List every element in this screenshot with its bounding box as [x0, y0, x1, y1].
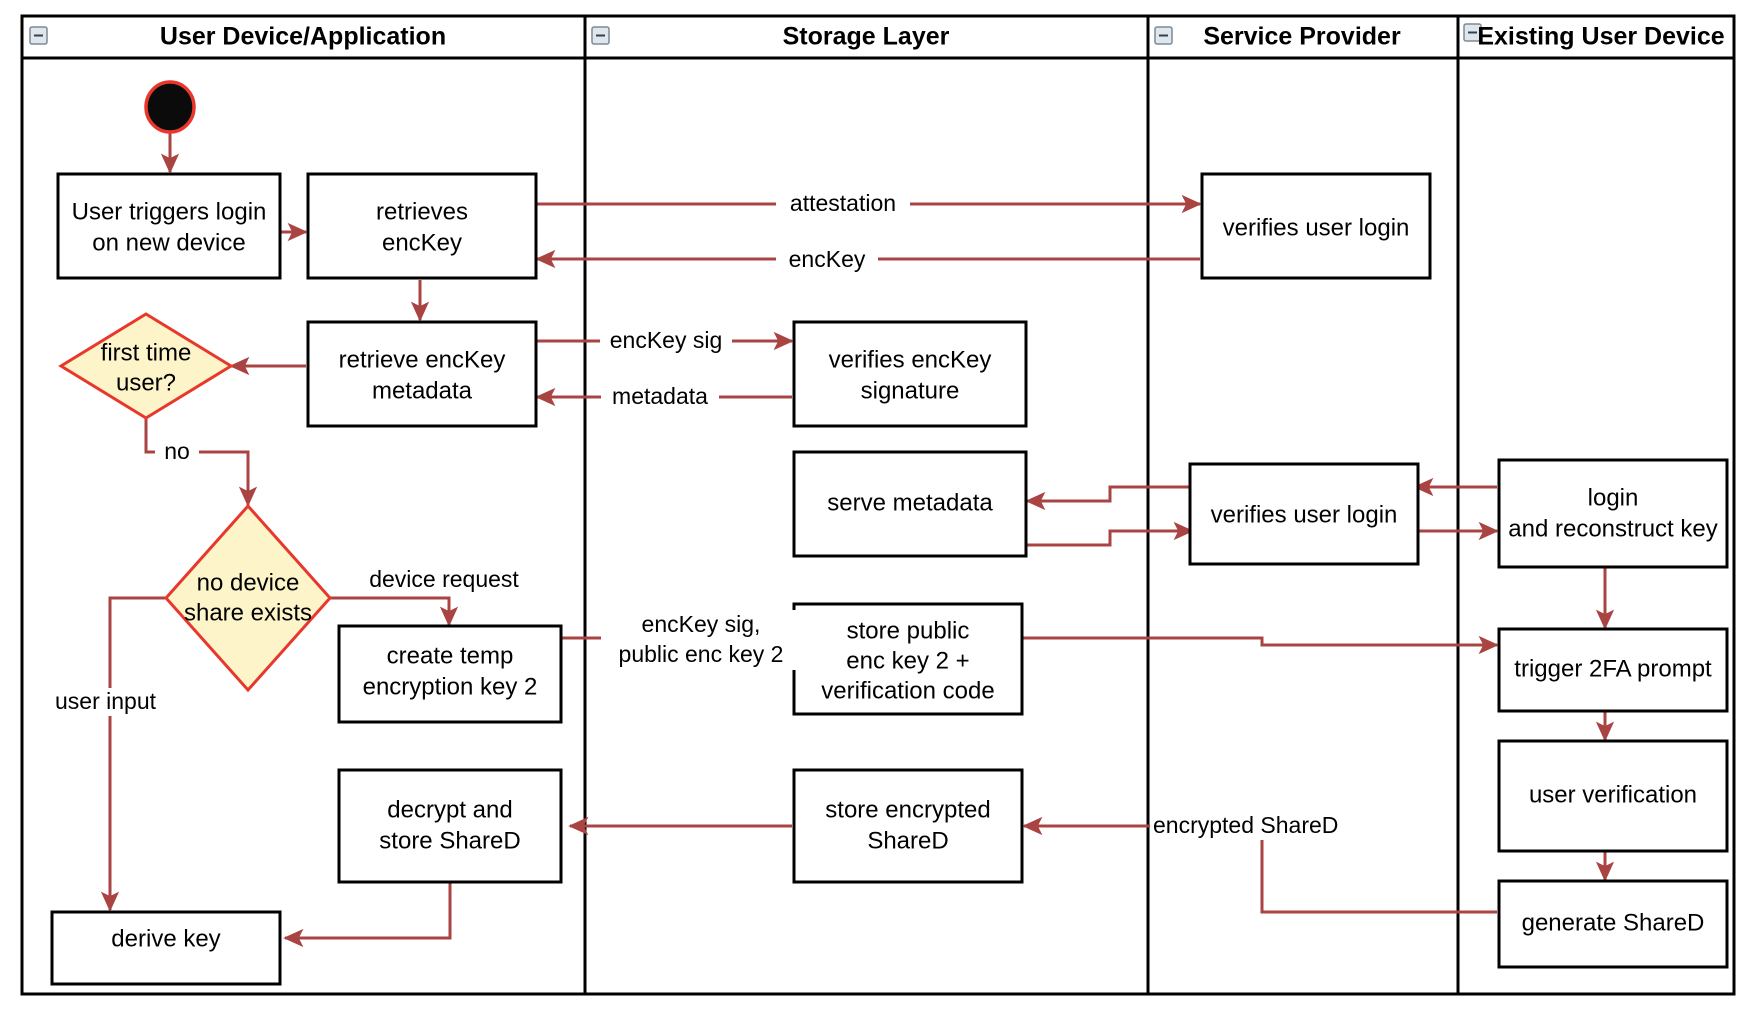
node-no-device-share-exists[interactable]: no device share exists: [163, 503, 333, 693]
lane-header-service-provider[interactable]: Service Provider: [1154, 23, 1401, 51]
flow-user-input: [100, 596, 165, 912]
svg-text:encrypted ShareD: encrypted ShareD: [1153, 812, 1338, 838]
lane-header-user-device[interactable]: User Device/Application: [29, 23, 446, 51]
flow-serve-metadata-to-verify2: [1027, 521, 1194, 547]
node-store-encrypted-shared[interactable]: store encrypted ShareD: [792, 768, 1024, 884]
node-label-line: create temp: [387, 642, 514, 669]
node-label-line: verifies encKey: [829, 346, 992, 373]
node-label-line: encKey: [382, 229, 462, 256]
edge-label-enckey: encKey: [776, 246, 878, 274]
node-label-line: no device: [197, 569, 300, 596]
node-label-line: derive key: [111, 925, 220, 952]
node-first-time-user[interactable]: first time user?: [58, 312, 234, 420]
svg-text:encKey: encKey: [789, 246, 866, 272]
node-label-line: generate ShareD: [1522, 909, 1705, 936]
node-label-line: verification code: [821, 677, 994, 704]
edge-label-encrypted-shared: encrypted ShareD: [1150, 812, 1342, 840]
node-label-line: retrieve encKey: [339, 346, 506, 373]
svg-text:public enc key 2: public enc key 2: [619, 641, 784, 667]
node-label-line: encryption key 2: [363, 673, 538, 700]
node-label-line: serve metadata: [827, 489, 993, 516]
node-label-line: store ShareD: [379, 827, 520, 854]
edge-labels: attestation encKey encKey sig metadata n…: [52, 190, 1342, 840]
node-verifies-user-login-1[interactable]: verifies user login: [1200, 172, 1432, 280]
node-trigger-2fa-prompt[interactable]: trigger 2FA prompt: [1497, 627, 1729, 713]
svg-text:encKey sig,: encKey sig,: [642, 611, 761, 637]
node-derive-key[interactable]: derive key: [50, 910, 282, 986]
node-label-line: store encrypted: [825, 796, 990, 823]
node-label-line: store public: [847, 617, 970, 644]
node-label-line: first time: [101, 339, 192, 366]
node-serve-metadata[interactable]: serve metadata: [792, 450, 1028, 558]
edge-label-no: no: [155, 438, 199, 466]
lane-title-service-provider: Service Provider: [1203, 23, 1401, 51]
flow-verify2-to-serve-metadata: [1025, 485, 1192, 511]
node-label-line: user verification: [1529, 781, 1697, 808]
svg-text:no: no: [164, 438, 190, 464]
lane-title-storage-layer: Storage Layer: [783, 23, 950, 51]
edge-label-user-input: user input: [52, 688, 172, 716]
node-label-line: metadata: [372, 377, 473, 404]
node-label-line: decrypt and: [387, 796, 512, 823]
node-store-public-enc-key-2[interactable]: store public enc key 2 + verification co…: [792, 602, 1024, 716]
flow-decrypt-to-derive: [283, 882, 452, 948]
node-generate-shared[interactable]: generate ShareD: [1497, 879, 1729, 969]
lane-title-existing-user-device: Existing User Device: [1477, 23, 1724, 51]
node-label-line: share exists: [184, 599, 312, 626]
node-label-line: and reconstruct key: [1508, 515, 1717, 542]
edge-label-metadata: metadata: [601, 383, 719, 411]
node-decrypt-and-store-shared[interactable]: decrypt and store ShareD: [337, 768, 563, 884]
svg-text:user input: user input: [55, 688, 157, 714]
svg-text:attestation: attestation: [790, 190, 896, 216]
node-label-line: enc key 2 +: [846, 647, 969, 674]
edge-label-enckey-sig-public-enc-key-2: encKey sig, public enc key 2: [601, 610, 801, 670]
node-label-line: user?: [116, 369, 176, 396]
node-user-verification[interactable]: user verification: [1497, 739, 1729, 853]
node-verifies-enckey-signature[interactable]: verifies encKey signature: [792, 320, 1028, 428]
node-create-temp-encryption-key-2[interactable]: create temp encryption key 2: [337, 624, 563, 724]
flow-store-pubkey-to-2fa: [1012, 635, 1499, 655]
edge-label-attestation: attestation: [776, 190, 910, 218]
node-label-line: retrieves: [376, 198, 468, 225]
node-label-line: on new device: [92, 229, 245, 256]
node-label-line: login: [1588, 484, 1639, 511]
node-label-line: verifies user login: [1223, 214, 1410, 241]
node-retrieve-enckey-metadata[interactable]: retrieve encKey metadata: [306, 320, 538, 428]
node-user-triggers-login[interactable]: User triggers login on new device: [56, 172, 282, 280]
node-label-line: trigger 2FA prompt: [1514, 655, 1712, 682]
node-label-line: signature: [861, 377, 960, 404]
svg-text:metadata: metadata: [612, 383, 708, 409]
svg-text:device request: device request: [369, 566, 519, 592]
node-label-line: ShareD: [867, 827, 948, 854]
node-start[interactable]: [144, 80, 196, 134]
lane-title-user-device: User Device/Application: [160, 23, 446, 51]
lane-header-existing-user-device[interactable]: Existing User Device: [1463, 23, 1725, 51]
flow-encrypted-shared: [1022, 816, 1497, 914]
node-verifies-user-login-2[interactable]: verifies user login: [1188, 462, 1420, 566]
edge-label-enckey-sig: encKey sig: [600, 327, 732, 355]
svg-text:encKey sig: encKey sig: [610, 327, 723, 353]
flow-device-request: [330, 596, 459, 627]
node-retrieves-enckey[interactable]: retrieves encKey: [306, 172, 538, 280]
lane-header-storage-layer[interactable]: Storage Layer: [591, 23, 950, 51]
node-label-line: User triggers login: [72, 198, 267, 225]
node-login-and-reconstruct-key[interactable]: login and reconstruct key: [1497, 458, 1729, 569]
node-label-line: verifies user login: [1211, 501, 1398, 528]
edge-label-device-request: device request: [352, 566, 536, 594]
